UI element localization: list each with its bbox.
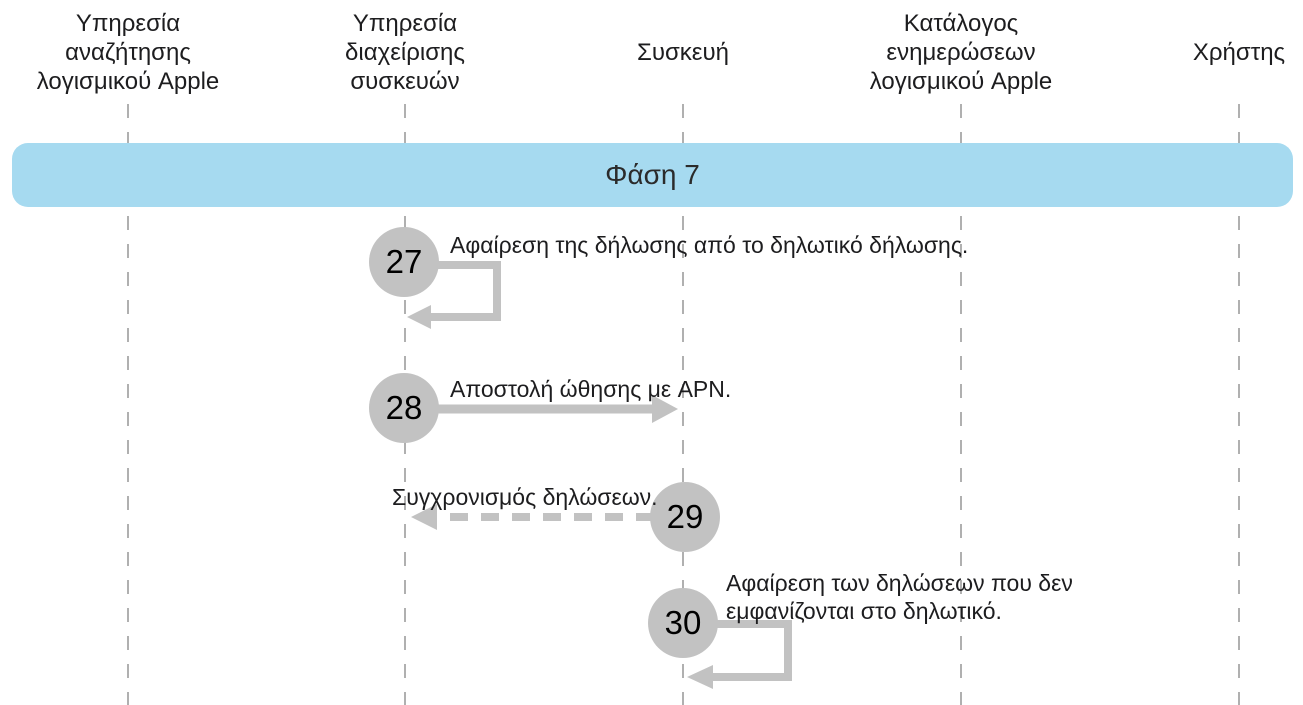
actor-header-device-management-service: Υπηρεσία διαχείρισης συσκευών bbox=[345, 9, 465, 95]
lifeline-apple-software-lookup-service bbox=[127, 104, 129, 705]
step-label-28: Αποστολή ώθησης με APN. bbox=[450, 376, 732, 402]
step-number-30: 30 bbox=[664, 604, 702, 641]
step-label-30: Αφαίρεση των δηλώσεων που δεν εμφανίζοντ… bbox=[726, 570, 1073, 624]
step-circle-28: 28 bbox=[369, 373, 439, 443]
phase-banner: Φάση 7 bbox=[12, 143, 1293, 207]
step-number-27: 27 bbox=[385, 243, 423, 280]
step-circle-29: 29 bbox=[650, 482, 720, 552]
dashed-arrow-29-sync bbox=[411, 504, 654, 530]
arrow-28-push-apn bbox=[436, 395, 678, 423]
lifeline-device bbox=[682, 104, 684, 705]
self-arrow-30 bbox=[684, 620, 792, 689]
step-circle-27: 27 bbox=[369, 227, 439, 297]
step-circle-30: 30 bbox=[648, 588, 718, 658]
step-label-29: Συγχρονισμός δηλώσεων. bbox=[392, 484, 658, 510]
actor-header-user: Χρήστης bbox=[1192, 38, 1286, 66]
actor-header-apple-software-lookup-service: Υπηρεσία αναζήτησης λογισμικού Apple bbox=[36, 9, 220, 95]
step-number-28: 28 bbox=[385, 389, 423, 426]
step-number-29: 29 bbox=[666, 498, 704, 535]
self-arrow-27 bbox=[404, 261, 501, 329]
step-label-27: Αφαίρεση της δήλωσης από το δηλωτικό δήλ… bbox=[450, 232, 969, 258]
lifeline-user bbox=[1238, 104, 1240, 705]
actor-header-apple-software-update-catalog: Κατάλογος ενημερώσεων λογισμικού Apple bbox=[869, 9, 1053, 95]
phase-label: Φάση 7 bbox=[605, 159, 700, 190]
lifeline-apple-software-update-catalog bbox=[960, 104, 962, 705]
actor-header-device: Συσκευή bbox=[637, 38, 729, 66]
